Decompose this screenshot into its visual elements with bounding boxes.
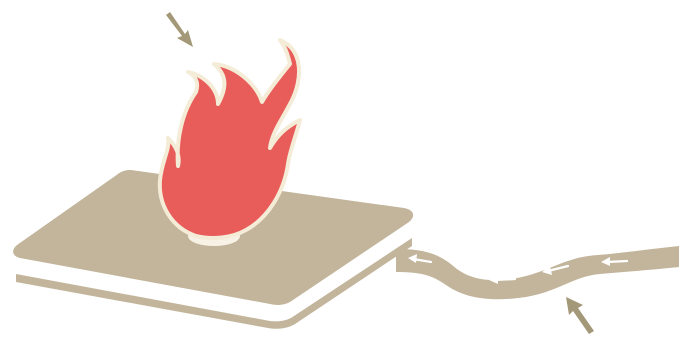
power-cable xyxy=(396,246,679,299)
down-arrow-icon xyxy=(166,12,193,47)
up-arrow-icon xyxy=(566,297,594,334)
